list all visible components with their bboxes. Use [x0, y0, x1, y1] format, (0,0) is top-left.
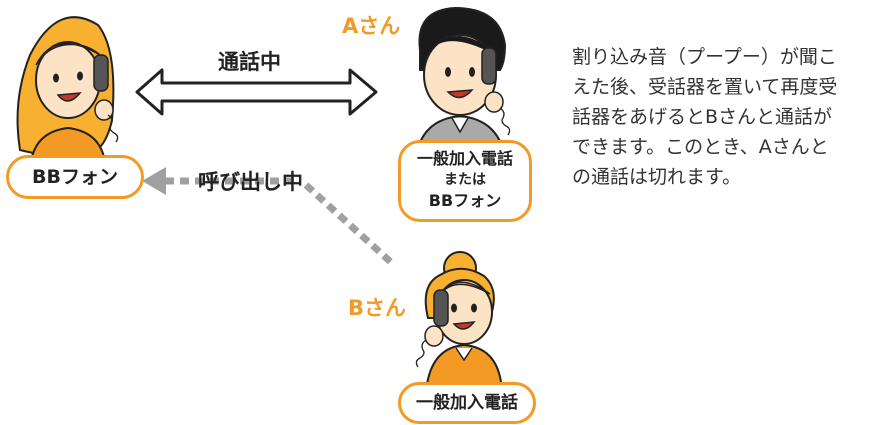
description-paragraph: 割り込み音（プープー）が聞こ えた後、受話器を置いて再度受 話器をあげるとBさん…	[572, 42, 877, 192]
left-woman-illustration	[16, 16, 119, 171]
ringing-dotted-arrow	[142, 167, 397, 268]
person-b-label: Bさん	[348, 296, 407, 320]
woman-b-illustration	[415, 251, 504, 393]
description-line: できます。このとき、Aさんと	[572, 136, 829, 158]
left-phone-label: BBフォン	[32, 166, 118, 188]
a-phone-line3: BBフォン	[428, 191, 502, 210]
description-line: えた後、受話器を置いて再度受	[572, 76, 838, 98]
person-a-label: Aさん	[342, 14, 401, 38]
b-phone-label: 一般加入電話	[416, 393, 518, 413]
a-phone-badge: 一般加入電話 または BBフォン	[398, 140, 532, 222]
ringing-label: 呼び出し中	[198, 170, 303, 194]
a-phone-line1: 一般加入電話	[416, 149, 513, 168]
b-phone-badge: 一般加入電話	[398, 382, 536, 424]
calling-label: 通話中	[218, 50, 281, 74]
calling-double-arrow	[135, 68, 378, 116]
description-line: 割り込み音（プープー）が聞こ	[572, 46, 837, 68]
description-line: 話器をあげるとBさんと通話が	[572, 106, 833, 128]
left-phone-badge: BBフォン	[6, 155, 144, 199]
a-phone-line2: または	[444, 172, 486, 188]
description-line: の通話は切れます。	[572, 166, 742, 188]
